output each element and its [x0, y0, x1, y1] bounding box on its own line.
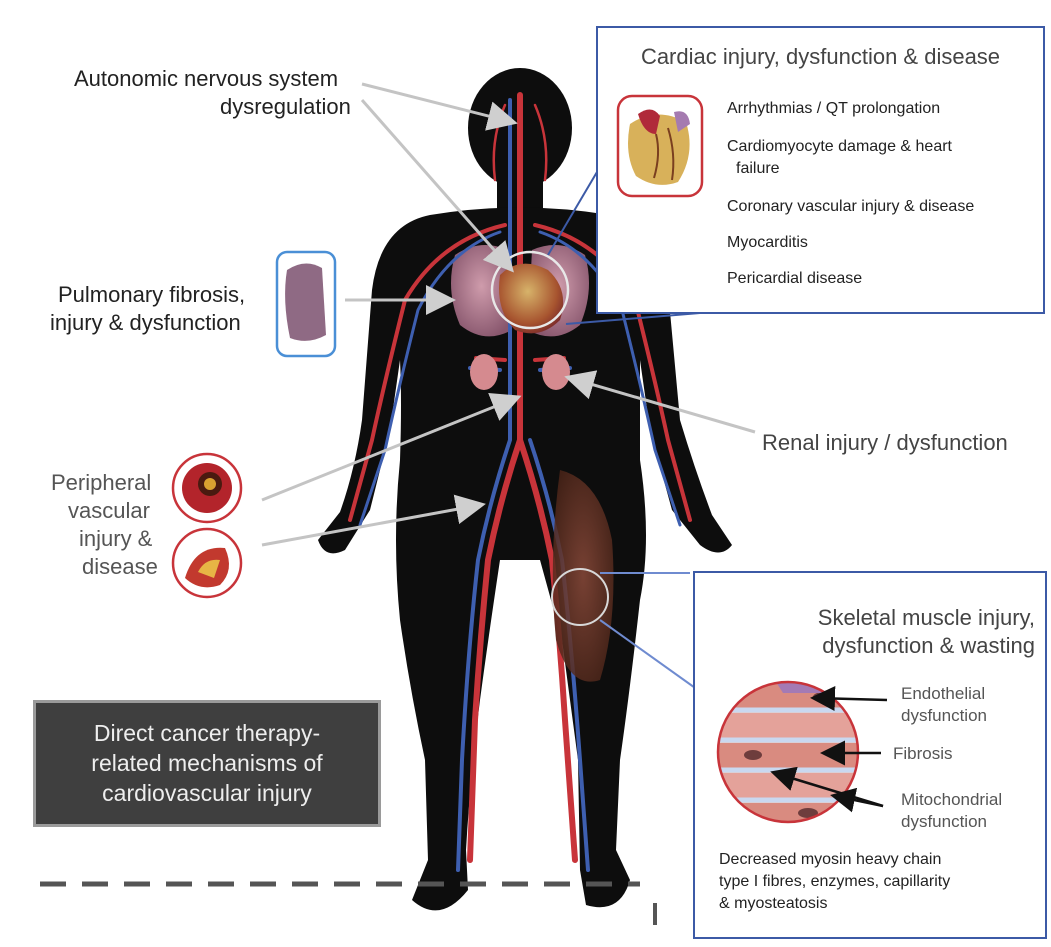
cardiac-item-coronary: Coronary vascular injury & disease	[727, 196, 974, 217]
renal-label: Renal injury / dysfunction	[762, 430, 1008, 456]
peripheral-label-line4: disease	[82, 554, 158, 580]
autonomic-label-line1: Autonomic nervous system	[74, 66, 338, 92]
skeletal-footer-line1: Decreased myosin heavy chain	[719, 849, 941, 870]
artery-thumbnail-upper	[173, 454, 241, 522]
cardiac-item-cardiomyocyte: Cardiomyocyte damage & heart	[727, 136, 952, 157]
callout-endothelial-line2: dysfunction	[901, 705, 987, 726]
pulmonary-label-line2: injury & dysfunction	[50, 310, 241, 336]
summary-box-line2: related mechanisms of	[36, 748, 378, 778]
peripheral-label-line1: Peripheral	[51, 470, 151, 496]
heart-thumbnail	[616, 94, 706, 204]
cardiac-panel-title: Cardiac injury, dysfunction & disease	[598, 44, 1043, 70]
callout-mitochondrial-line1: Mitochondrial	[901, 789, 1002, 810]
pulmonary-label-line1: Pulmonary fibrosis,	[58, 282, 245, 308]
callout-mitochondrial-line2: dysfunction	[901, 811, 987, 832]
skeletal-footer-line3: & myosteatosis	[719, 893, 827, 914]
skeletal-footer-line2: type I fibres, enzymes, capillarity	[719, 871, 950, 892]
cardiac-panel: Cardiac injury, dysfunction & disease Ar…	[596, 26, 1045, 314]
skeletal-panel-title-line1: Skeletal muscle injury,	[735, 605, 1035, 631]
peripheral-label-line3: injury &	[79, 526, 152, 552]
summary-box-line1: Direct cancer therapy-	[36, 718, 378, 748]
cardiac-item-myocarditis: Myocarditis	[727, 232, 808, 253]
cardiac-item-arrhythmias: Arrhythmias / QT prolongation	[727, 98, 940, 119]
artery-thumbnail-lower	[173, 529, 241, 597]
summary-box: Direct cancer therapy- related mechanism…	[33, 700, 381, 827]
autonomic-label-line2: dysregulation	[220, 94, 351, 120]
summary-box-line3: cardiovascular injury	[36, 778, 378, 808]
skeletal-panel: Skeletal muscle injury, dysfunction & wa…	[693, 571, 1047, 939]
peripheral-label-line2: vascular	[68, 498, 150, 524]
callout-fibrosis: Fibrosis	[893, 743, 953, 764]
cardiac-item-pericardial: Pericardial disease	[727, 268, 862, 289]
skeletal-panel-title-line2: dysfunction & wasting	[735, 633, 1035, 659]
cardiac-item-cardiomyocyte-cont: failure	[736, 158, 780, 179]
callout-endothelial-line1: Endothelial	[901, 683, 985, 704]
lung-thumbnail	[277, 252, 335, 356]
